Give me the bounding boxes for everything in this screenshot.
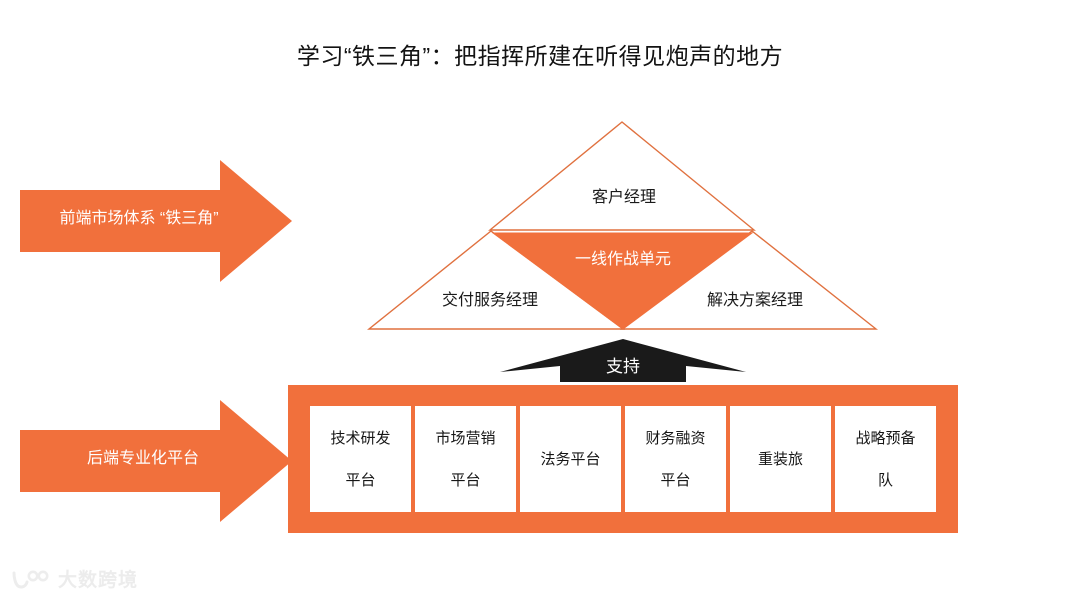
platform-box: 战略预备 队 (835, 406, 936, 512)
page-title: 学习“铁三角”：把指挥所建在听得见炮声的地方 (296, 43, 784, 69)
platform-box-line1: 法务平台 (540, 450, 601, 468)
front-market-arrow-label: 前端市场体系 “铁三角” (59, 210, 219, 227)
brand-logo-icon (12, 570, 49, 589)
platform-box-line2: 平台 (660, 471, 691, 489)
triangle-top-label: 客户经理 (591, 189, 656, 206)
triangle-left-label: 交付服务经理 (441, 292, 538, 309)
platform-box-line1: 市场营销 (435, 429, 496, 447)
triangle-top-outline (488, 121, 756, 231)
support-arrow: 支持 (498, 336, 748, 384)
back-platform-arrow-label: 后端专业化平台 (86, 450, 199, 467)
platform-box-line2: 队 (877, 471, 893, 489)
triangle-center-label: 一线作战单元 (574, 251, 671, 268)
platform-box-line1: 战略预备 (855, 429, 916, 447)
front-market-arrow: 前端市场体系 “铁三角” (18, 158, 294, 284)
support-arrow-label: 支持 (606, 357, 640, 376)
platform-box: 市场营销 平台 (415, 406, 516, 512)
platform-box-line2: 平台 (345, 471, 376, 489)
platform-box-line1: 技术研发 (330, 429, 391, 447)
watermark: 大数跨境 (10, 566, 138, 596)
platform-box: 财务融资 平台 (625, 406, 726, 512)
triangle-center-fill (491, 232, 754, 330)
platform-box: 法务平台 (520, 406, 621, 512)
arrow-up-icon (500, 339, 746, 382)
iron-triangle-diagram: 客户经理 一线作战单元 交付服务经理 解决方案经理 (360, 112, 885, 342)
platform-box-line2: 平台 (450, 471, 481, 489)
watermark-text: 大数跨境 (58, 570, 139, 591)
platform-box: 重装旅 (730, 406, 831, 512)
back-platform-arrow: 后端专业化平台 (18, 398, 294, 524)
back-end-platform-container: 技术研发 平台 市场营销 平台 法务平台 财务融资 平台 重装旅 (288, 385, 958, 533)
platform-box-line1: 财务融资 (645, 429, 706, 447)
arrow-right-icon (20, 160, 292, 282)
triangle-right-label: 解决方案经理 (706, 292, 803, 309)
platform-box-line1: 重装旅 (757, 450, 803, 468)
platform-box: 技术研发 平台 (310, 406, 411, 512)
triangle-group-icon (367, 121, 879, 330)
arrow-right-icon (20, 400, 292, 522)
